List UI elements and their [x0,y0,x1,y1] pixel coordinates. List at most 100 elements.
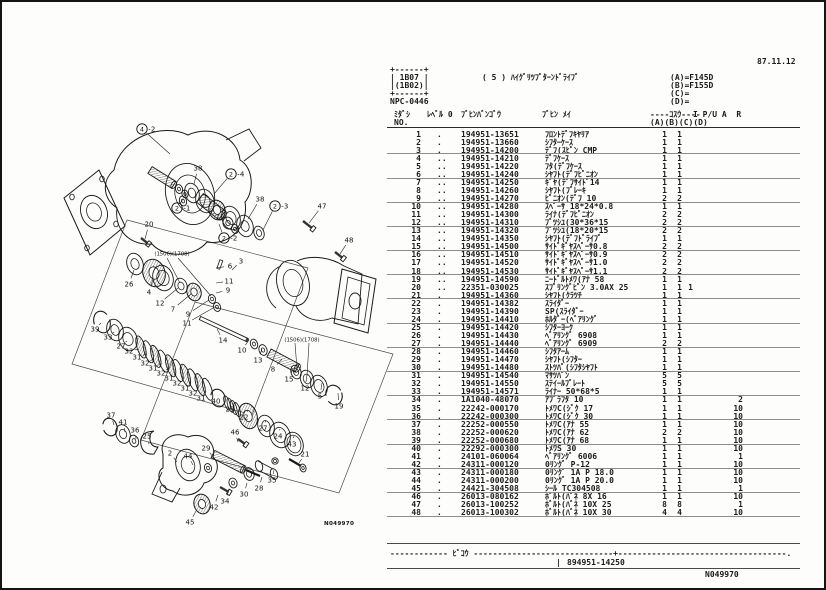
col-lv: .. [437,177,447,187]
diagram-callout: 31 [149,363,162,373]
col-no: 1 [416,129,421,139]
col-qb: 1 [677,435,682,445]
svg-text:11: 11 [225,278,234,286]
col-no: 31 [411,371,421,381]
row-group-divider [387,516,800,518]
svg-text:42: 42 [210,504,219,512]
col-no: 36 [411,411,421,421]
col-lv: . [437,443,442,453]
diagram-callout: 13 [254,348,262,365]
col-pu: 1 [738,451,743,461]
col-nm: ｼﾔﾌﾄ(ﾌﾞﾚｰｷ [545,185,586,195]
diagram-callout: 32 [141,358,155,368]
col-qa: 4 [662,508,667,518]
col-qb: 4 [677,508,682,518]
col-pn: 22242-000300 [461,411,519,421]
model-c: (C)= [670,89,690,98]
col-no: 22 [411,298,421,308]
col-qa: 1 [662,387,667,397]
svg-text:23: 23 [226,406,235,414]
col-qa: 1 [662,274,667,284]
diagram-callout: 2-1 [171,198,190,214]
col-no: 34 [411,395,421,405]
col-pn: 26013-100252 [461,500,519,510]
col-pn: 26013-100302 [461,508,519,518]
diagram-callout: 36 [131,427,140,440]
col-qb: 2 [677,210,682,220]
col-pn: 194951-14460 [461,347,519,357]
col-pn: 194951-14390 [461,306,519,316]
svg-text:39: 39 [91,326,100,334]
col-no: 13 [411,226,421,236]
col-lv: . [437,387,442,397]
col-pn: 24311-000200 [461,476,519,486]
col-lv: .. [437,234,447,244]
col-qb: 1 [677,306,682,316]
col-qa: 2 [662,210,667,220]
col-no: 26 [411,331,421,340]
col-qb: 1 [677,161,682,171]
diagram-callout: 26 [125,269,135,289]
header-ipuar: I P/U A R [693,110,742,119]
col-qb: 1 [677,459,682,469]
col-qa: 1 [662,185,667,195]
section-code: | 1B07 | [390,73,429,82]
svg-text:5: 5 [318,393,322,401]
col-pn: 22292-000300 [461,443,519,453]
col-lv: .. [437,274,447,284]
col-lv: . [437,363,442,373]
col-nm: ﾎﾞﾙﾄ(ﾊﾞﾈ 10X 30 [545,508,612,518]
svg-text:37: 37 [107,412,116,420]
col-no: 16 [411,250,421,260]
svg-text:38: 38 [256,196,265,204]
diagram-callout: 31 [165,373,176,383]
col-qa: 1 [662,169,667,179]
col-qb: 1 [677,322,682,332]
svg-text:-3: -3 [281,203,288,211]
drawing-number: N049970 [705,570,739,579]
svg-text:14: 14 [219,337,228,345]
col-no: 19 [411,274,421,284]
col-lv: .. [437,218,447,228]
col-qb: 2 [677,226,682,236]
col-qa: 2 [662,258,667,268]
col-no: 8 [416,185,421,195]
col-lv: .. [437,266,447,276]
row-group-divider [387,467,800,469]
col-qb: 1 [677,282,682,292]
col-lv: .. [437,153,447,163]
col-lv: .. [437,185,447,195]
svg-text:41: 41 [119,419,128,427]
col-qb: 1 [677,177,682,187]
col-nm: ﾎﾙﾀﾞｰ(ﾍﾞｱﾘﾝｸﾞ [545,314,598,324]
col-no: 2 [416,137,421,147]
col-pn: 24101-060064 [461,451,519,461]
col-qb: 1 [677,419,682,429]
svg-text:36: 36 [131,427,140,435]
col-qa: 1 [662,363,667,373]
row-group-divider [387,274,800,276]
col-no: 27 [411,339,421,349]
col-no: 6 [416,169,421,179]
col-pn: 194951-14540 [461,371,519,381]
row-group-divider [387,153,800,155]
svg-text:31: 31 [133,354,142,362]
section-box-line: +------+ [390,65,429,74]
svg-text:32: 32 [141,360,150,368]
row-group-divider [387,322,800,324]
col-qb: 5 [677,371,682,381]
col-nm: ﾄﾒﾜC(ｱﾅ 55 [545,419,590,429]
col-qb: 1 [677,314,682,324]
col-nm: ｼﾔﾌﾄ(ﾃﾞﾌﾄﾞﾗｲﾌﾞ [545,234,602,244]
col-lv: . [437,339,442,349]
diagram-callout: 9 [215,287,230,295]
col-qa: 1 [662,476,667,486]
col-qb: 1 [677,145,682,155]
